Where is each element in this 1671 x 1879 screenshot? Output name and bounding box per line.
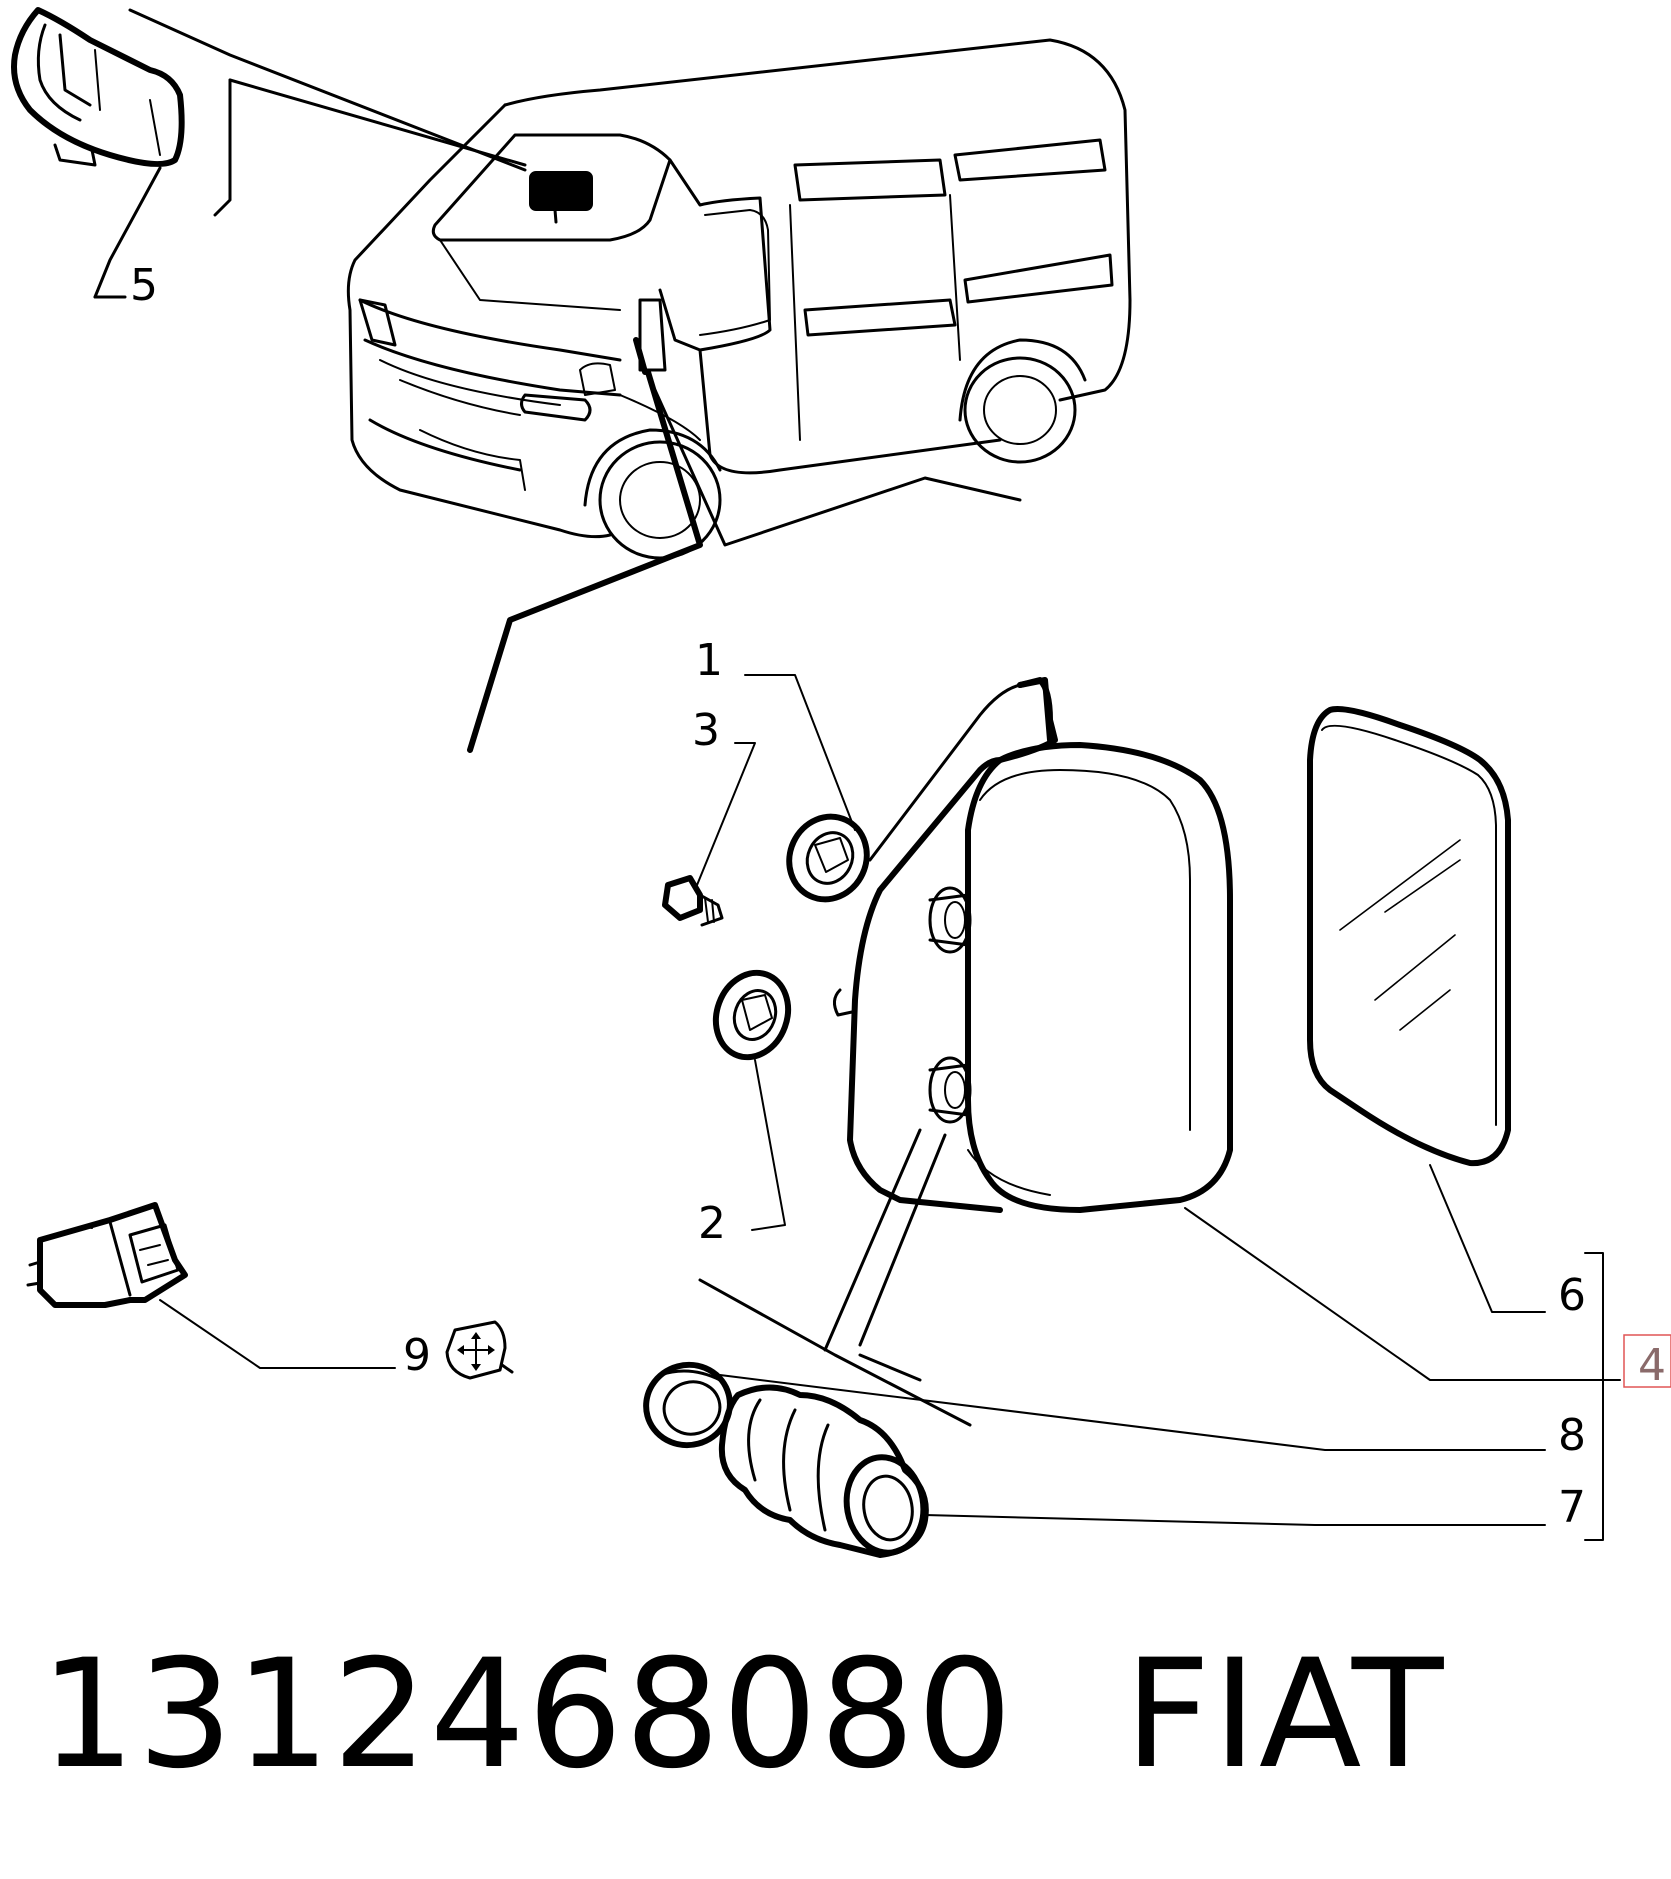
leader-van-mirror-b (653, 388, 1022, 547)
callout-2: 2 (698, 1198, 726, 1249)
leader-cross (698, 1278, 972, 1427)
callout-9: 9 (403, 1330, 431, 1381)
leader-line-2 (751, 1059, 786, 1231)
leader-line-6 (1429, 1164, 1546, 1313)
callout-6: 6 (1558, 1270, 1586, 1321)
bellows-part-7 (718, 1384, 929, 1558)
brand-name: FIAT (1124, 1628, 1446, 1802)
mirror-glass-part (1307, 706, 1511, 1167)
callout-3: 3 (692, 705, 720, 756)
cap-part-8 (643, 1361, 733, 1449)
leader-line-5b (213, 78, 232, 217)
callout-1: 1 (695, 635, 723, 686)
nut-part-1 (786, 813, 870, 903)
group-bracket (1584, 1252, 1604, 1541)
van-illustration (346, 38, 1132, 560)
leader-line-9 (159, 1299, 396, 1369)
interior-mirror-part (11, 7, 185, 167)
leader-cross-d (858, 1353, 922, 1382)
callout-4: 4 (1638, 1340, 1666, 1391)
wing-mirror-body (833, 677, 1233, 1213)
callout-4-highlight (1623, 1334, 1671, 1388)
callout-7: 7 (1558, 1482, 1586, 1533)
leader-line-3 (694, 742, 756, 891)
leader-line-5c (228, 78, 527, 167)
screw-part-3 (662, 875, 724, 927)
callout-5: 5 (130, 260, 158, 311)
leader-line-7 (924, 1514, 1546, 1526)
leader-cross-b (858, 1133, 947, 1347)
leader-cross-c (823, 1128, 922, 1352)
mirror-adjust-symbol-icon (445, 1320, 514, 1380)
leader-line-1 (744, 674, 856, 831)
leader-line-5 (128, 8, 527, 172)
leader-line-8 (719, 1374, 1546, 1451)
switch-part-9 (26, 1202, 188, 1308)
part-number: 1312468080 (40, 1628, 1015, 1802)
nut-part-2 (712, 969, 792, 1061)
callout-8: 8 (1558, 1410, 1586, 1461)
leader-line-4 (1184, 1207, 1621, 1381)
leader-line-5d (93, 166, 162, 299)
leader-van-mirror (467, 369, 703, 753)
